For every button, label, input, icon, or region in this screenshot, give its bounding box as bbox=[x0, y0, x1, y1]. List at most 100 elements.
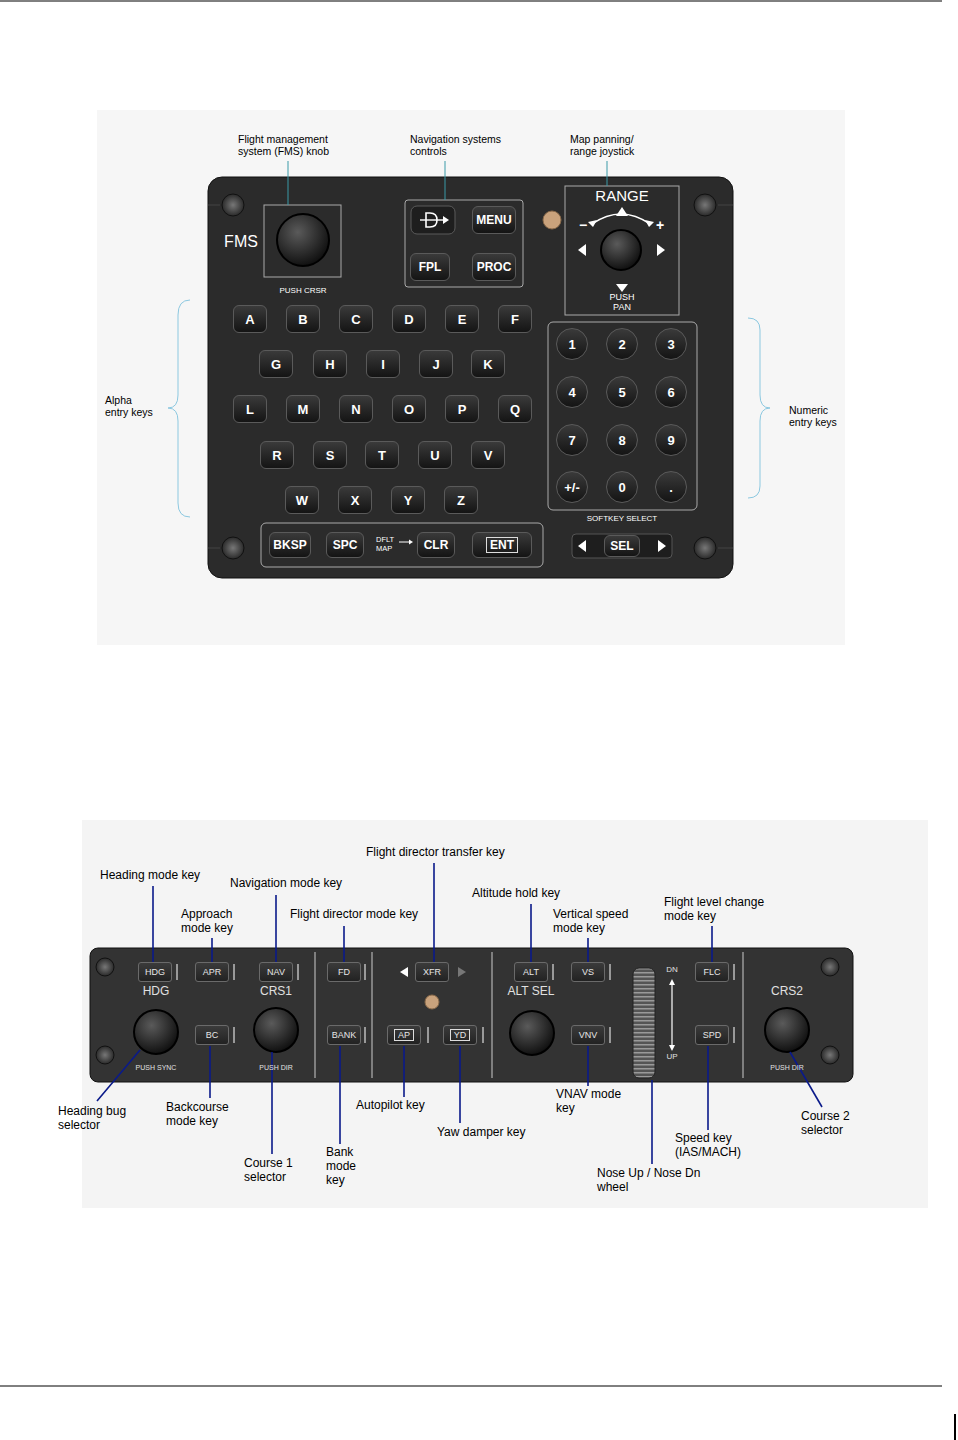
key-legend: O bbox=[404, 402, 414, 417]
control-key: M bbox=[286, 395, 320, 423]
key-legend: 9 bbox=[667, 433, 674, 448]
control-key: PROC bbox=[472, 253, 516, 281]
key-legend: XFR bbox=[423, 967, 441, 977]
control-key: 6 bbox=[655, 376, 687, 408]
course1-knob bbox=[254, 1008, 298, 1052]
pitch-wheel bbox=[633, 968, 655, 1078]
control-key: 1 bbox=[556, 328, 588, 360]
control-key: C bbox=[339, 305, 373, 333]
panel-legend: RANGE bbox=[582, 187, 662, 204]
panel-legend: CRS1 bbox=[251, 985, 301, 999]
key-legend: 3 bbox=[667, 337, 674, 352]
altitude-knob bbox=[510, 1011, 554, 1055]
key-legend: Z bbox=[457, 493, 465, 508]
callout-label: Flight director mode key bbox=[290, 908, 450, 922]
control-key: 4 bbox=[556, 376, 588, 408]
key-legend: Q bbox=[510, 402, 520, 417]
callout-label: Backcourse mode key bbox=[166, 1101, 244, 1129]
control-key: V bbox=[471, 441, 505, 469]
control-key: T bbox=[365, 441, 399, 469]
control-key: VNV bbox=[571, 1025, 605, 1045]
control-key: APR bbox=[195, 962, 229, 982]
key-legend: K bbox=[483, 357, 492, 372]
key-legend: L bbox=[246, 402, 254, 417]
key-legend: . bbox=[669, 480, 673, 495]
key-legend: +/- bbox=[564, 480, 580, 495]
control-key: Y bbox=[391, 486, 425, 514]
key-legend: 4 bbox=[568, 385, 575, 400]
key-legend: AP bbox=[394, 1029, 414, 1042]
control-key: FLC bbox=[695, 962, 729, 982]
key-legend: X bbox=[351, 493, 360, 508]
control-key: A bbox=[233, 305, 267, 333]
panel-legend: PUSH CRSR bbox=[268, 286, 338, 295]
afcs-panel bbox=[90, 948, 853, 1082]
key-legend: FD bbox=[338, 967, 350, 977]
callout-label: Speed key (IAS/MACH) bbox=[675, 1132, 759, 1160]
key-legend: 6 bbox=[667, 385, 674, 400]
key-legend: H bbox=[325, 357, 334, 372]
key-legend: VS bbox=[582, 967, 594, 977]
control-key: Q bbox=[498, 395, 532, 423]
key-legend: D bbox=[404, 312, 413, 327]
control-key: CLR bbox=[417, 532, 455, 558]
control-key: SEL bbox=[604, 535, 640, 557]
control-key: FPL bbox=[410, 253, 450, 281]
panel-legend: FMS bbox=[219, 233, 263, 251]
callout-label: Map panning/ range joystick bbox=[570, 133, 652, 157]
key-legend: ENT bbox=[486, 537, 518, 553]
panel-legend: ALT SEL bbox=[499, 985, 563, 999]
callout-label: Approach mode key bbox=[181, 908, 247, 936]
control-key: BKSP bbox=[269, 532, 311, 558]
key-legend: 1 bbox=[568, 337, 575, 352]
course2-knob bbox=[765, 1008, 809, 1052]
key-legend: VNV bbox=[579, 1030, 598, 1040]
control-key: G bbox=[259, 350, 293, 378]
control-key: D bbox=[392, 305, 426, 333]
fms-knob bbox=[277, 214, 329, 266]
panel-legend: DN bbox=[661, 965, 683, 974]
panel-legend: UP bbox=[661, 1052, 683, 1061]
key-legend: CLR bbox=[424, 538, 449, 552]
control-key: X bbox=[338, 486, 372, 514]
key-legend: YD bbox=[450, 1029, 471, 1042]
fms-panel bbox=[208, 177, 733, 578]
callout-label: Course 1 selector bbox=[244, 1157, 302, 1185]
key-legend: F bbox=[511, 312, 519, 327]
control-key: 5 bbox=[606, 376, 638, 408]
control-key: H bbox=[313, 350, 347, 378]
control-key: S bbox=[313, 441, 347, 469]
figure-ground bbox=[97, 110, 845, 645]
key-legend: A bbox=[245, 312, 254, 327]
key-legend: SPC bbox=[333, 538, 358, 552]
control-key: U bbox=[418, 441, 452, 469]
control-key: HDG bbox=[138, 962, 172, 982]
callout-label: VNAV mode key bbox=[556, 1088, 630, 1116]
control-key: YD bbox=[443, 1025, 477, 1045]
callout-label: Navigation mode key bbox=[230, 877, 370, 891]
key-legend: SEL bbox=[610, 539, 633, 553]
callout-label: Autopilot key bbox=[356, 1099, 456, 1113]
key-legend: R bbox=[272, 448, 281, 463]
key-legend: G bbox=[271, 357, 281, 372]
panel-legend: + bbox=[653, 217, 667, 233]
callout-label: Heading mode key bbox=[100, 869, 230, 883]
key-legend: P bbox=[458, 402, 467, 417]
control-key: Z bbox=[444, 486, 478, 514]
callout-label: Course 2 selector bbox=[801, 1110, 863, 1138]
key-legend: M bbox=[298, 402, 309, 417]
key-legend: 5 bbox=[618, 385, 625, 400]
control-key: AP bbox=[387, 1025, 421, 1045]
key-legend: BANK bbox=[332, 1030, 357, 1040]
control-key: F bbox=[498, 305, 532, 333]
key-legend: PROC bbox=[477, 260, 512, 274]
callout-label: Nose Up / Nose Dn wheel bbox=[597, 1167, 715, 1195]
control-key: 3 bbox=[655, 328, 687, 360]
control-key: BC bbox=[195, 1025, 229, 1045]
heading-knob bbox=[134, 1010, 178, 1054]
control-key: B bbox=[286, 305, 320, 333]
panel-legend: PUSH SYNC bbox=[124, 1064, 188, 1072]
panel-legend: PUSH DIR bbox=[757, 1064, 817, 1072]
control-key: MENU bbox=[472, 206, 516, 234]
key-legend: 7 bbox=[568, 433, 575, 448]
